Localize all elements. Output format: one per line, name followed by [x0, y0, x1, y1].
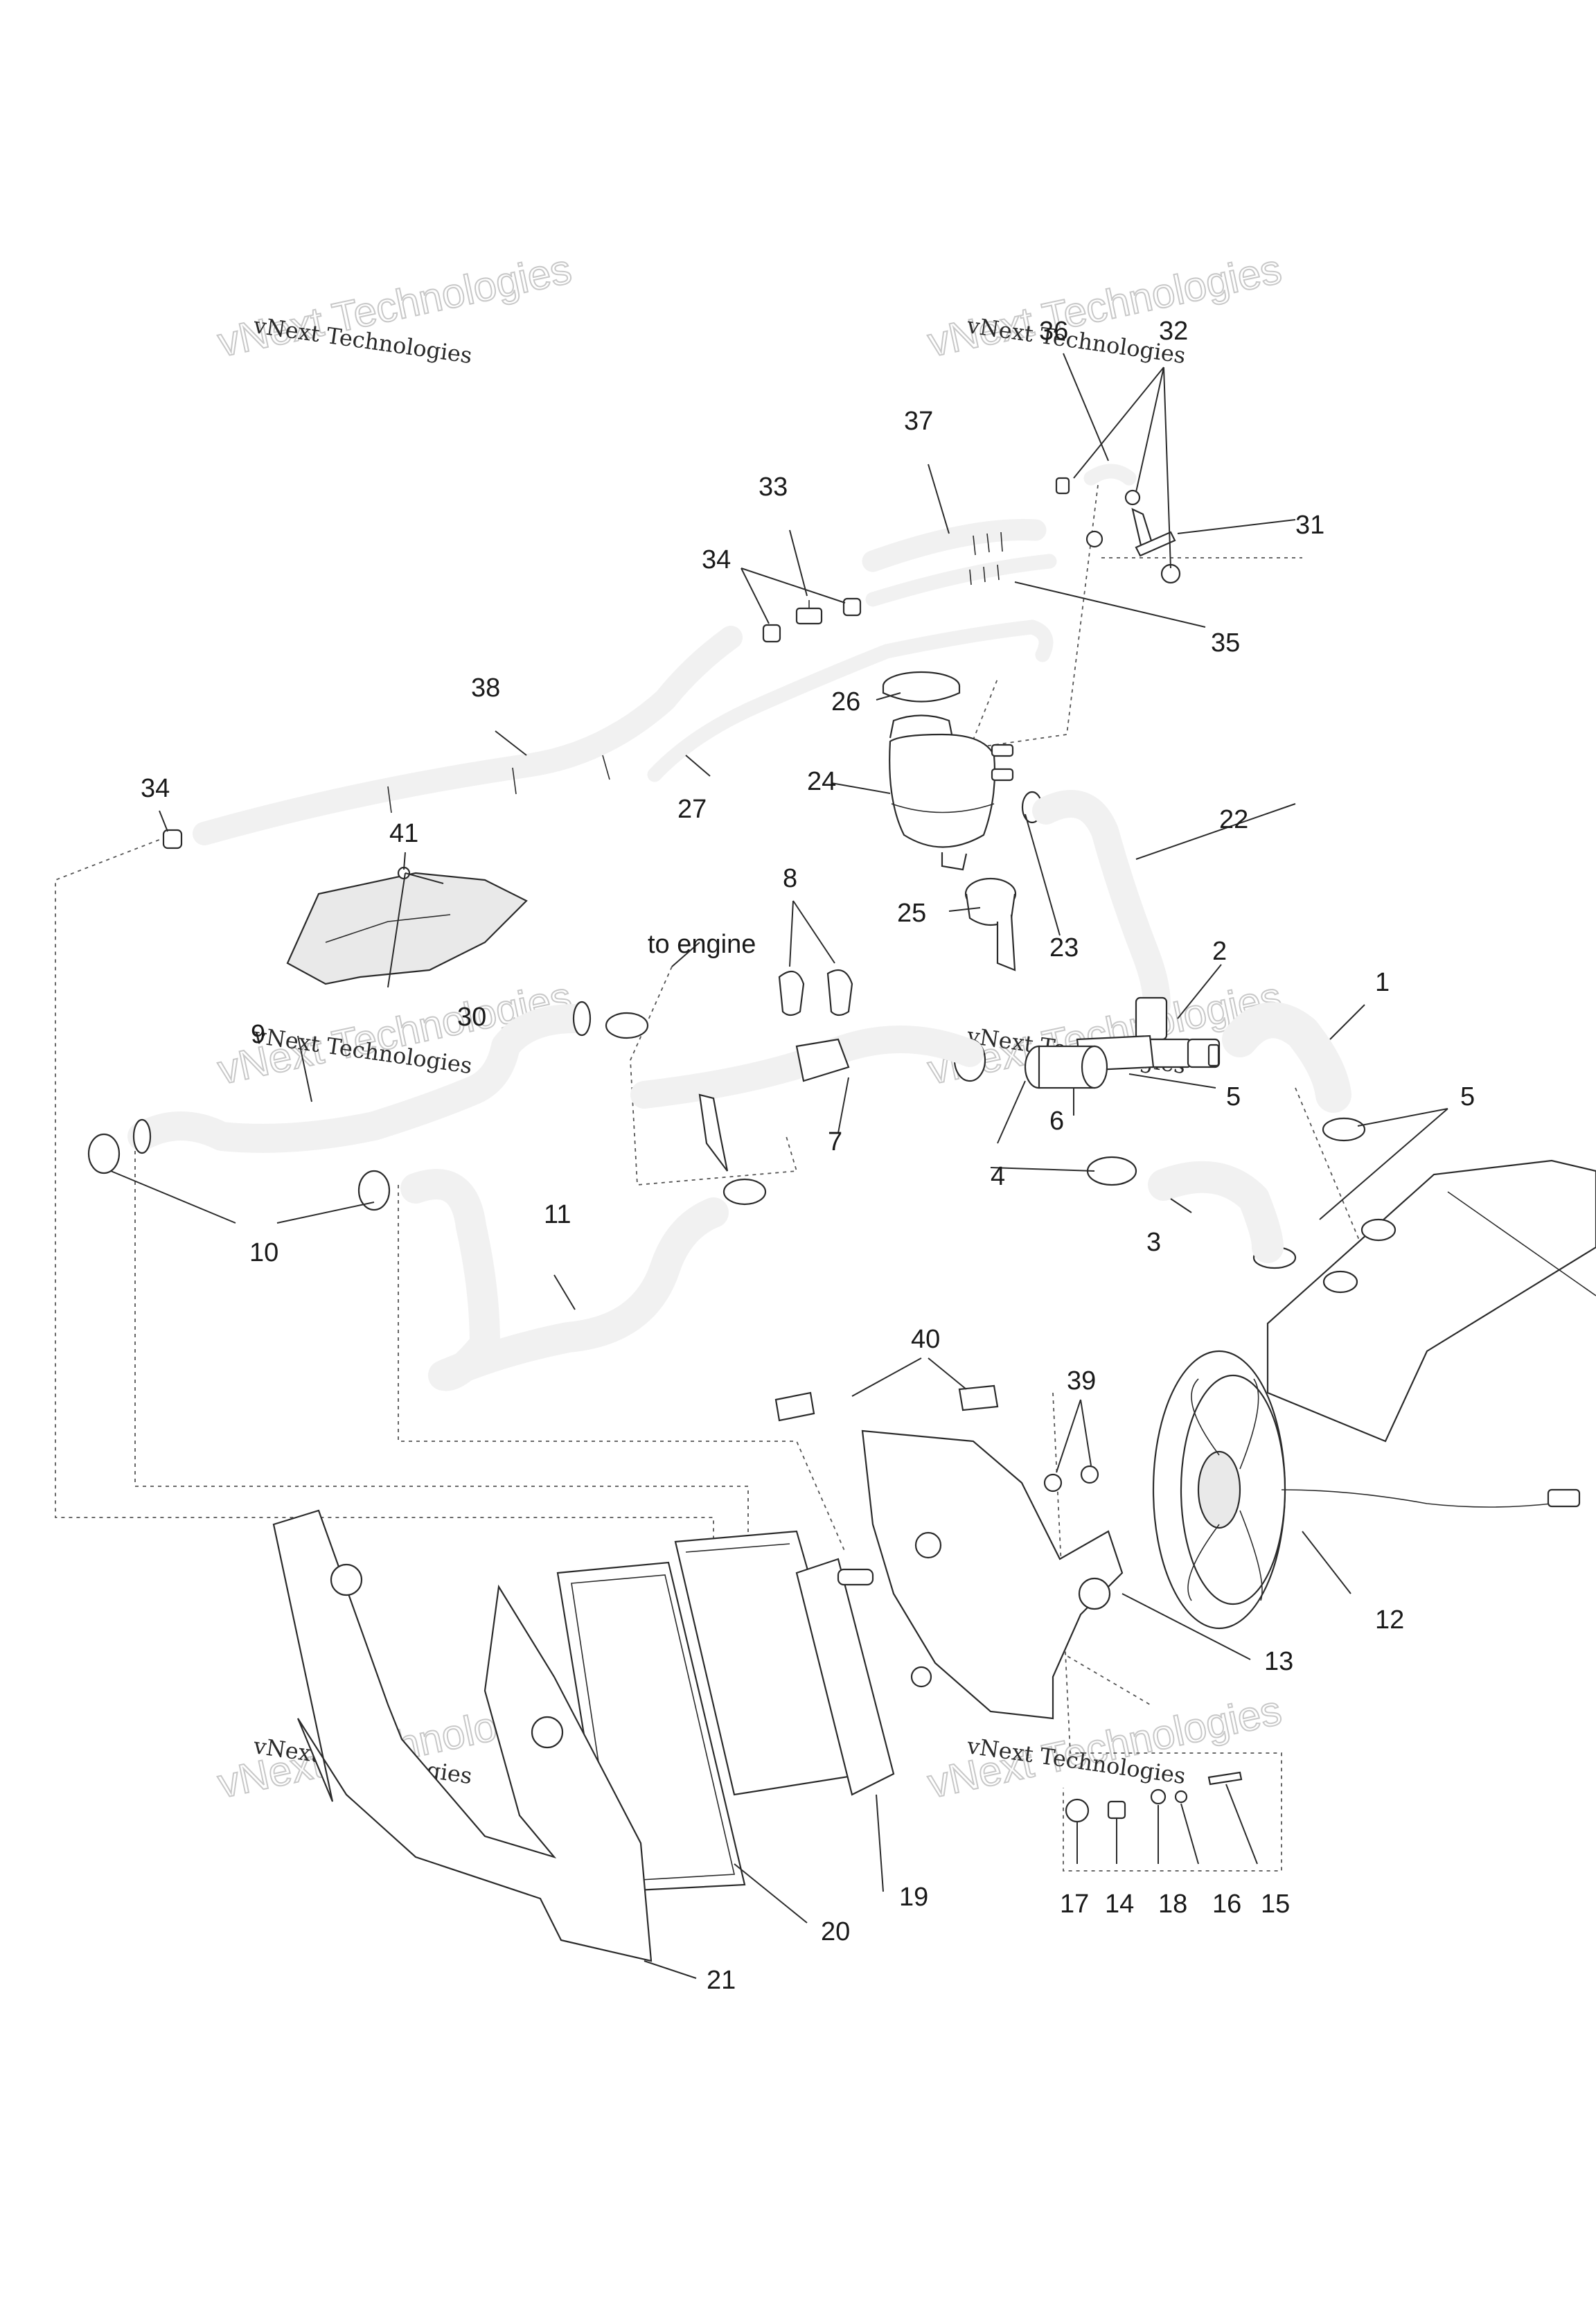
callout-9: 9	[251, 1020, 265, 1049]
callout-13: 13	[1264, 1647, 1293, 1676]
callout-2: 2	[1212, 937, 1227, 966]
callout-34-upper: 34	[702, 545, 731, 574]
part-7-pipe	[630, 1026, 984, 1172]
assembly-dashed-lines	[55, 484, 1386, 1872]
callout-33: 33	[759, 473, 788, 502]
part-24-expansion-tank	[889, 714, 1014, 871]
part-12-fan	[1152, 1350, 1581, 1630]
part-8-clips	[778, 969, 853, 1016]
part-26-cap	[882, 671, 961, 703]
part-engine-side-clamps	[605, 1012, 767, 1206]
callout-18: 18	[1158, 1890, 1187, 1919]
part-37-hose	[862, 519, 1047, 572]
callout-25: 25	[897, 899, 926, 928]
part-6-coupler	[1024, 1045, 1108, 1089]
callout-5-right: 5	[1460, 1082, 1475, 1111]
part-11-hose	[400, 1169, 729, 1391]
callout-12: 12	[1375, 1605, 1404, 1635]
part-31-tee-fitting	[1131, 508, 1176, 557]
part-25-bracket	[964, 877, 1017, 971]
part-40-brackets	[774, 1384, 999, 1422]
callout-1: 1	[1375, 968, 1390, 997]
leader-lines	[110, 353, 1448, 1979]
part-33-connector	[795, 600, 823, 625]
callout-3: 3	[1146, 1228, 1161, 1257]
callout-19: 19	[899, 1883, 928, 1912]
callout-15: 15	[1261, 1890, 1290, 1919]
watermark-top-right: vNext Technologies vNext Technologies	[923, 245, 1286, 369]
callout-11: 11	[544, 1200, 571, 1229]
part-9-hose	[127, 1001, 592, 1154]
callout-16: 16	[1212, 1890, 1241, 1919]
part-39-grommets	[1043, 1465, 1099, 1493]
callout-34-left: 34	[141, 774, 170, 803]
part-1-hose	[1222, 1002, 1351, 1113]
hardware-14-18	[1065, 1771, 1243, 1823]
part-35-hose	[865, 554, 1057, 607]
callout-38: 38	[471, 674, 500, 703]
part-38-long-hose	[193, 626, 743, 845]
callout-7: 7	[828, 1127, 842, 1156]
part-30-shroud	[286, 866, 528, 985]
callout-32: 32	[1159, 317, 1188, 346]
callout-27: 27	[677, 795, 707, 824]
callout-6: 6	[1049, 1107, 1064, 1136]
part-22-hose	[1032, 790, 1171, 1019]
callout-4: 4	[991, 1162, 1005, 1191]
callout-23: 23	[1049, 933, 1079, 962]
callout-24: 24	[807, 767, 836, 796]
part-36-elbow-hose	[1055, 464, 1137, 495]
watermark-top-left: vNext Technologies vNext Technologies	[213, 245, 576, 369]
part-13-fan-shroud	[861, 1429, 1124, 1720]
callout-5-center: 5	[1226, 1082, 1241, 1111]
callout-40: 40	[911, 1325, 940, 1354]
callout-37: 37	[904, 407, 933, 436]
callout-31: 31	[1295, 511, 1324, 540]
part-19-radiator	[674, 1530, 895, 1796]
callout-35: 35	[1211, 628, 1240, 658]
part-32-clamps	[1085, 489, 1181, 584]
callout-17: 17	[1060, 1890, 1089, 1919]
callout-14: 14	[1105, 1890, 1134, 1919]
callout-8: 8	[783, 864, 797, 893]
callout-21: 21	[707, 1966, 736, 1995]
callout-10: 10	[249, 1238, 278, 1267]
callout-36: 36	[1039, 317, 1068, 346]
callout-30: 30	[457, 1003, 486, 1032]
callout-22: 22	[1219, 805, 1248, 834]
callout-26: 26	[831, 687, 860, 716]
note-to-engine: to engine	[648, 930, 756, 959]
callout-39: 39	[1067, 1366, 1096, 1396]
part-10-clamps	[87, 1133, 391, 1211]
part-34-clamps-upper	[762, 597, 862, 643]
body-panel	[1266, 1159, 1596, 1443]
callout-20: 20	[821, 1917, 850, 1946]
part-27-bleed-hose	[647, 619, 1054, 782]
callout-labels: 1 2 3 4 5 5 6 7 8 9 10 11 12 13 14 15 16…	[141, 317, 1475, 1995]
part-3-hose	[1148, 1161, 1284, 1263]
watermark-bottom-right: vNext Technologies vNext Technologies	[923, 1686, 1286, 1807]
callout-41: 41	[389, 819, 418, 848]
part-21-panel	[272, 1509, 653, 1962]
part-34-clamp-left	[162, 829, 183, 850]
